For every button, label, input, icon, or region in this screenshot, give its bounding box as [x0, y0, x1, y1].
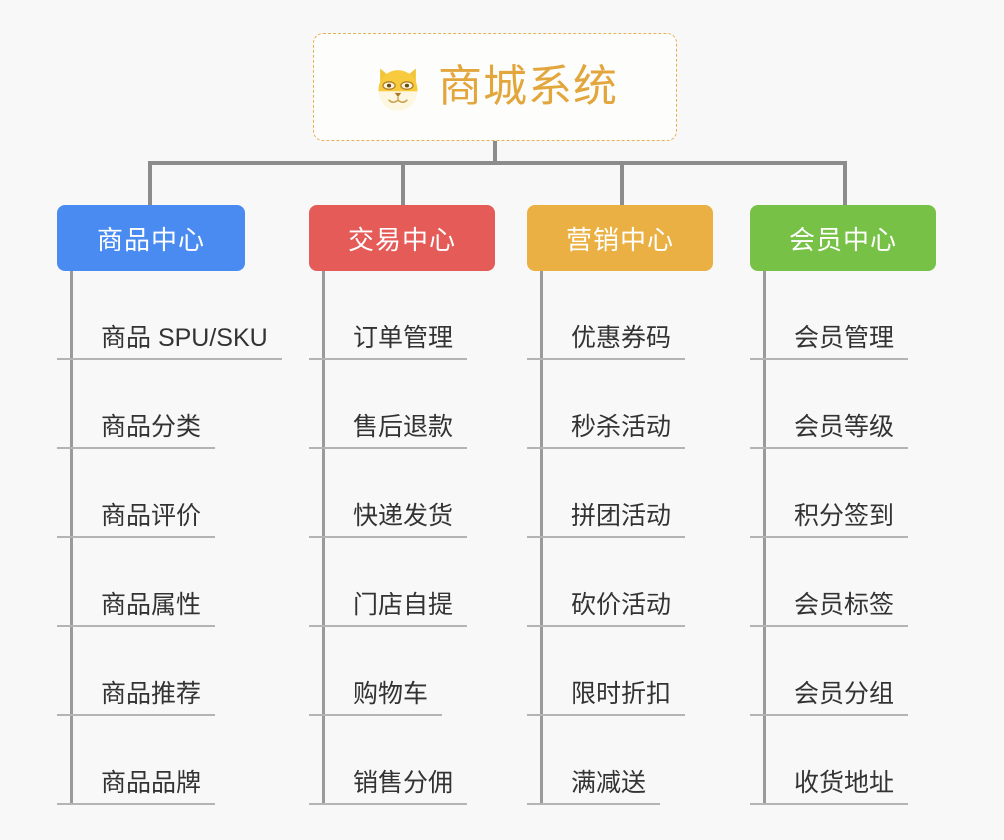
branch-column-1: 商品中心 商品 SPU/SKU 商品分类 商品评价 商品属性 商品推荐 商品品牌 — [57, 205, 282, 805]
leaf-label: 积分签到 — [794, 501, 895, 530]
leaf-item[interactable]: 购物车 — [309, 627, 495, 716]
connector-drop-branch-3 — [620, 161, 624, 207]
leaf-label: 砍价活动 — [571, 590, 672, 619]
leaf-label: 商品推荐 — [101, 679, 202, 708]
branch-header-4[interactable]: 会员中心 — [750, 205, 936, 271]
leaf-item[interactable]: 会员标签 — [750, 538, 936, 627]
leaf-item[interactable]: 商品 SPU/SKU — [57, 271, 282, 360]
leaf-item[interactable]: 会员等级 — [750, 360, 936, 449]
connector-root-stem — [493, 141, 497, 164]
leaf-label: 会员管理 — [794, 323, 895, 352]
branch-spine-1 — [70, 271, 73, 805]
leaf-label: 门店自提 — [353, 590, 454, 619]
leaf-item[interactable]: 优惠券码 — [527, 271, 713, 360]
leaf-label: 订单管理 — [353, 323, 454, 352]
connector-drop-branch-1 — [148, 161, 152, 207]
leaf-item[interactable]: 商品分类 — [57, 360, 245, 449]
leaf-label: 商品属性 — [101, 590, 202, 619]
leaf-item[interactable]: 砍价活动 — [527, 538, 713, 627]
connector-horizontal-bar — [148, 161, 847, 165]
leaf-item[interactable]: 销售分佣 — [309, 716, 495, 805]
branch-header-1[interactable]: 商品中心 — [57, 205, 245, 271]
branch-leaves-4: 会员管理 会员等级 积分签到 会员标签 会员分组 收货地址 — [750, 271, 936, 805]
leaf-label: 会员分组 — [794, 679, 895, 708]
leaf-label: 优惠券码 — [571, 323, 672, 352]
leaf-item[interactable]: 售后退款 — [309, 360, 495, 449]
leaf-item[interactable]: 会员分组 — [750, 627, 936, 716]
leaf-label: 商品 SPU/SKU — [101, 323, 268, 352]
leaf-label: 会员等级 — [794, 412, 895, 441]
leaf-item[interactable]: 门店自提 — [309, 538, 495, 627]
leaf-item[interactable]: 商品品牌 — [57, 716, 245, 805]
leaf-item[interactable]: 秒杀活动 — [527, 360, 713, 449]
leaf-label: 商品分类 — [101, 412, 202, 441]
branch-spine-3 — [540, 271, 543, 805]
leaf-item[interactable]: 收货地址 — [750, 716, 936, 805]
leaf-label: 满减送 — [571, 768, 647, 797]
branch-header-3[interactable]: 营销中心 — [527, 205, 713, 271]
branch-leaves-1: 商品 SPU/SKU 商品分类 商品评价 商品属性 商品推荐 商品品牌 — [57, 271, 282, 805]
leaf-item[interactable]: 商品推荐 — [57, 627, 245, 716]
leaf-label: 商品评价 — [101, 501, 202, 530]
leaf-label: 限时折扣 — [571, 679, 672, 708]
leaf-label: 商品品牌 — [101, 768, 202, 797]
leaf-label: 秒杀活动 — [571, 412, 672, 441]
branch-leaves-3: 优惠券码 秒杀活动 拼团活动 砍价活动 限时折扣 满减送 — [527, 271, 713, 805]
leaf-label: 快递发货 — [353, 501, 454, 530]
root-node[interactable]: 商城系统 — [313, 33, 677, 141]
branch-column-4: 会员中心 会员管理 会员等级 积分签到 会员标签 会员分组 收货地址 — [750, 205, 936, 805]
leaf-item[interactable]: 满减送 — [527, 716, 713, 805]
shiba-dog-face-icon — [372, 62, 424, 114]
leaf-label: 收货地址 — [794, 768, 895, 797]
branch-column-2: 交易中心 订单管理 售后退款 快递发货 门店自提 购物车 销售分佣 — [309, 205, 495, 805]
connector-drop-branch-4 — [843, 161, 847, 207]
leaf-label: 销售分佣 — [353, 768, 454, 797]
leaf-item[interactable]: 限时折扣 — [527, 627, 713, 716]
leaf-label: 会员标签 — [794, 590, 895, 619]
leaf-item[interactable]: 订单管理 — [309, 271, 495, 360]
branch-leaves-2: 订单管理 售后退款 快递发货 门店自提 购物车 销售分佣 — [309, 271, 495, 805]
branch-column-3: 营销中心 优惠券码 秒杀活动 拼团活动 砍价活动 限时折扣 满减送 — [527, 205, 713, 805]
leaf-item[interactable]: 商品属性 — [57, 538, 245, 627]
leaf-label: 售后退款 — [353, 412, 454, 441]
leaf-item[interactable]: 积分签到 — [750, 449, 936, 538]
leaf-item[interactable]: 拼团活动 — [527, 449, 713, 538]
branch-header-2[interactable]: 交易中心 — [309, 205, 495, 271]
root-title: 商城系统 — [438, 62, 618, 111]
connector-drop-branch-2 — [401, 161, 405, 207]
leaf-label: 购物车 — [353, 679, 429, 708]
leaf-label: 拼团活动 — [571, 501, 672, 530]
branch-spine-4 — [763, 271, 766, 805]
leaf-item[interactable]: 商品评价 — [57, 449, 245, 538]
leaf-item[interactable]: 会员管理 — [750, 271, 936, 360]
branch-spine-2 — [322, 271, 325, 805]
leaf-item[interactable]: 快递发货 — [309, 449, 495, 538]
